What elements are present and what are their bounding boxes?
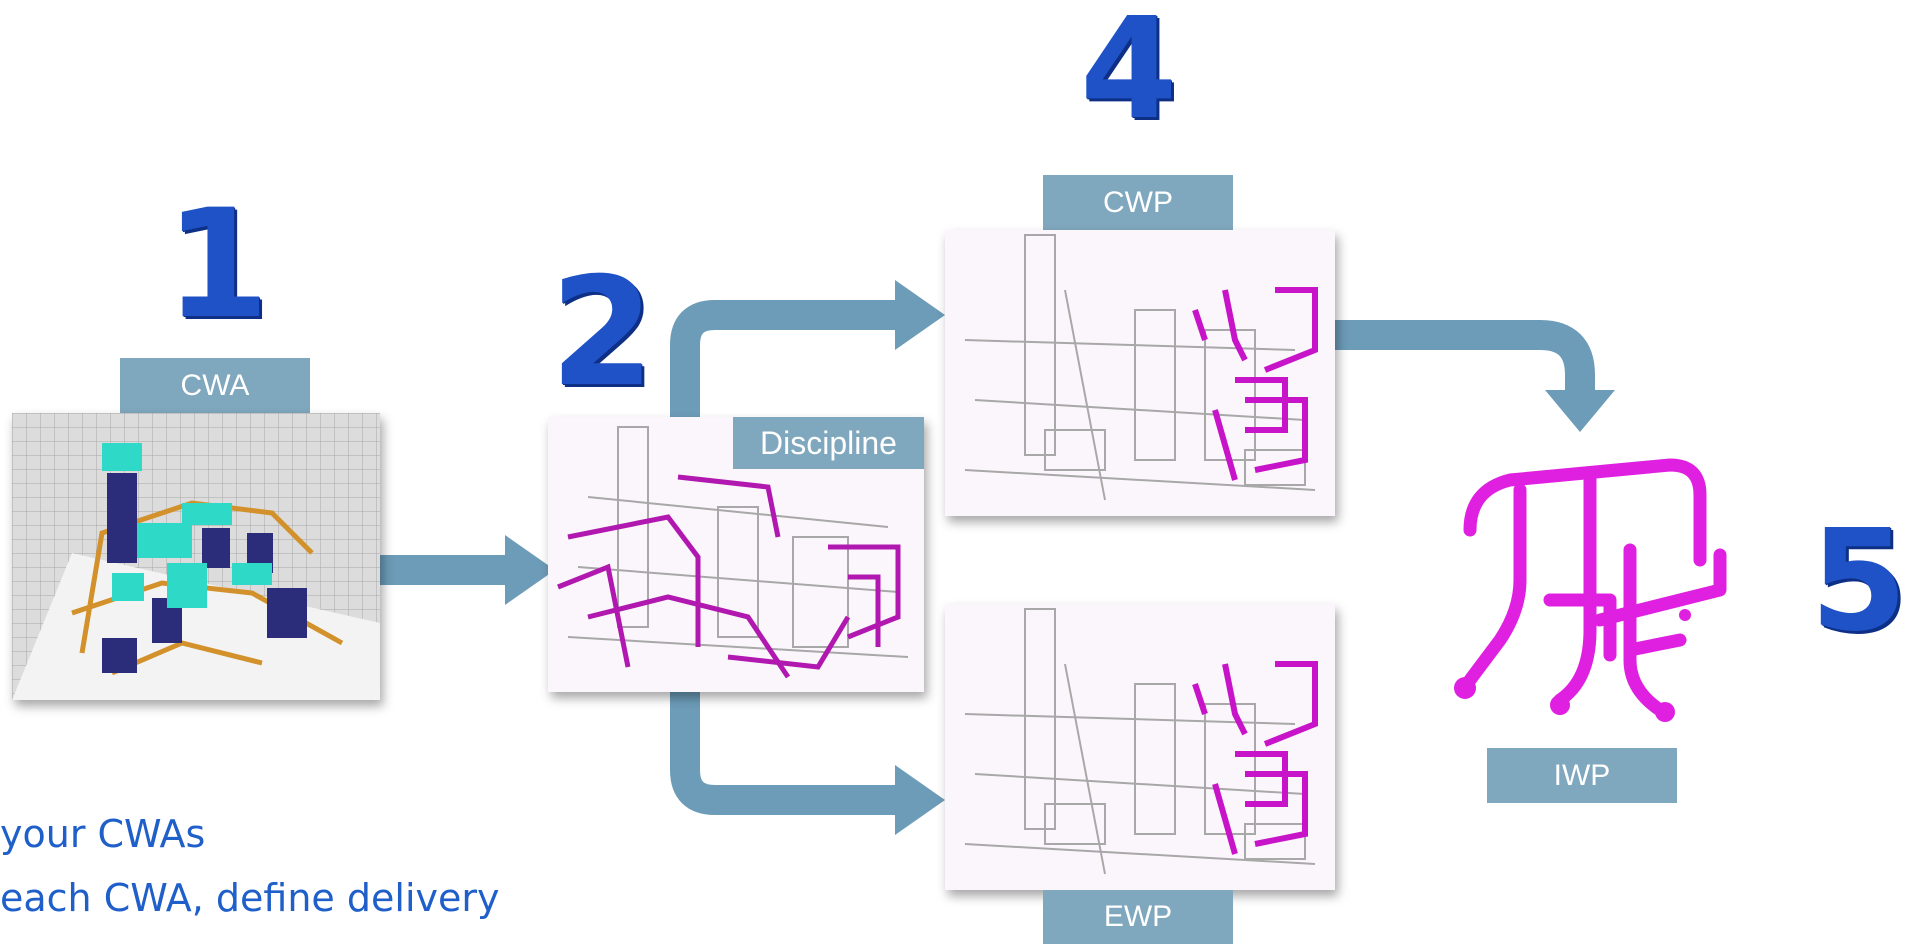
ewp-label: EWP bbox=[1043, 890, 1233, 944]
cwp-model-panel bbox=[945, 230, 1335, 516]
iwp-label: IWP bbox=[1487, 748, 1677, 803]
ewp-plant-image bbox=[945, 604, 1335, 890]
step-number-1: 1 bbox=[165, 178, 270, 352]
arrowhead-iwp bbox=[1545, 390, 1615, 432]
step-number-5: 5 bbox=[1810, 500, 1908, 663]
arrow-cwp-to-iwp bbox=[1335, 320, 1595, 395]
caption-line-1: your CWAs bbox=[0, 812, 206, 856]
step-number-2: 2 bbox=[550, 246, 655, 420]
arrow-discipline-to-cwp bbox=[670, 300, 900, 420]
cwa-model-panel bbox=[12, 413, 380, 700]
step-number-4: 4 bbox=[1080, 0, 1178, 151]
cwp-label: CWP bbox=[1043, 175, 1233, 230]
iwp-piping-image bbox=[1454, 458, 1727, 722]
cwa-plant-image bbox=[12, 413, 380, 700]
ewp-model-panel bbox=[945, 604, 1335, 890]
cwa-label: CWA bbox=[120, 358, 310, 413]
caption-line-2: each CWA, define delivery bbox=[0, 876, 500, 920]
arrowhead-ewp bbox=[895, 765, 945, 835]
discipline-label: Discipline bbox=[733, 417, 924, 469]
cwp-plant-image bbox=[945, 230, 1335, 516]
arrowhead-discipline bbox=[505, 535, 555, 605]
arrow-discipline-to-ewp bbox=[670, 690, 900, 815]
arrowhead-cwp bbox=[895, 280, 945, 350]
